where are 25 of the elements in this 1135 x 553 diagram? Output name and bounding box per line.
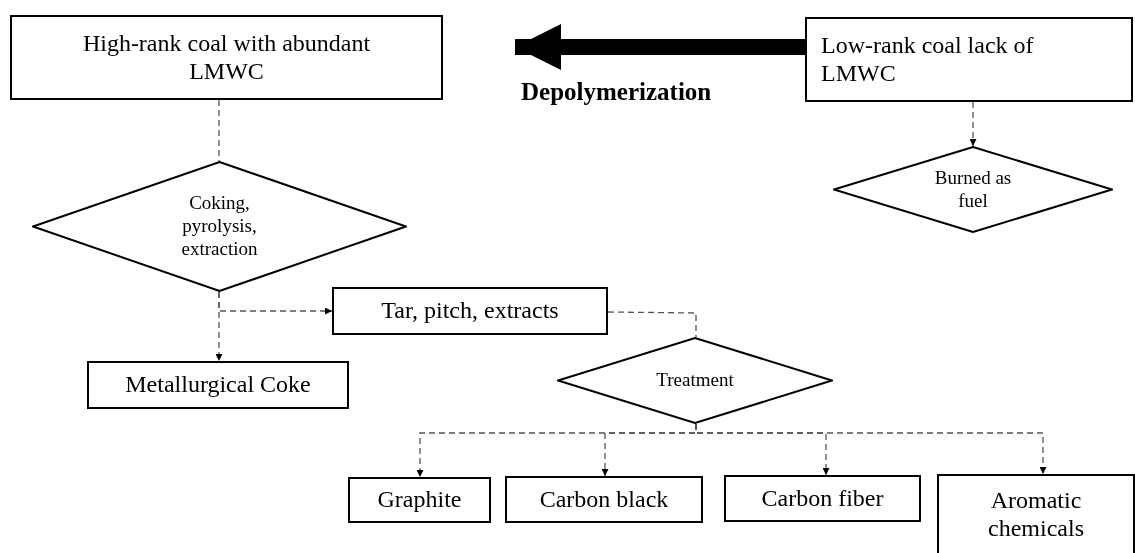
node-label: Treatment: [656, 369, 734, 392]
node-label: Burned as fuel: [933, 166, 1013, 213]
node-label: Carbon fiber: [761, 484, 884, 513]
process-box: [937, 474, 1135, 553]
decision-diamond: [32, 161, 407, 292]
node-label: Carbon black: [539, 485, 669, 514]
process-box: [332, 287, 608, 335]
process-box: [805, 17, 1133, 102]
process-box: [348, 477, 491, 523]
connector-arrow: [969, 101, 977, 147]
node-label: Tar, pitch, extracts: [381, 297, 559, 325]
connector-arrow: [218, 291, 333, 315]
decision-diamond: [833, 146, 1113, 233]
decision-diamond: [557, 337, 833, 424]
node-label: Coking, pyrolysis, extraction: [180, 192, 259, 261]
process-box: [724, 475, 921, 522]
node-label: Metallurgical Coke: [125, 371, 311, 399]
process-box: [87, 361, 349, 409]
process-box: [505, 476, 703, 523]
node-label: Low-rank coal lack of LMWC: [821, 31, 1035, 88]
node-label: High-rank coal with abundant LMWC: [81, 29, 372, 86]
block-arrow: [515, 24, 805, 70]
node-label: Aromatic chemicals: [987, 487, 1085, 543]
process-box: [10, 15, 443, 100]
node-label: Graphite: [377, 486, 462, 514]
